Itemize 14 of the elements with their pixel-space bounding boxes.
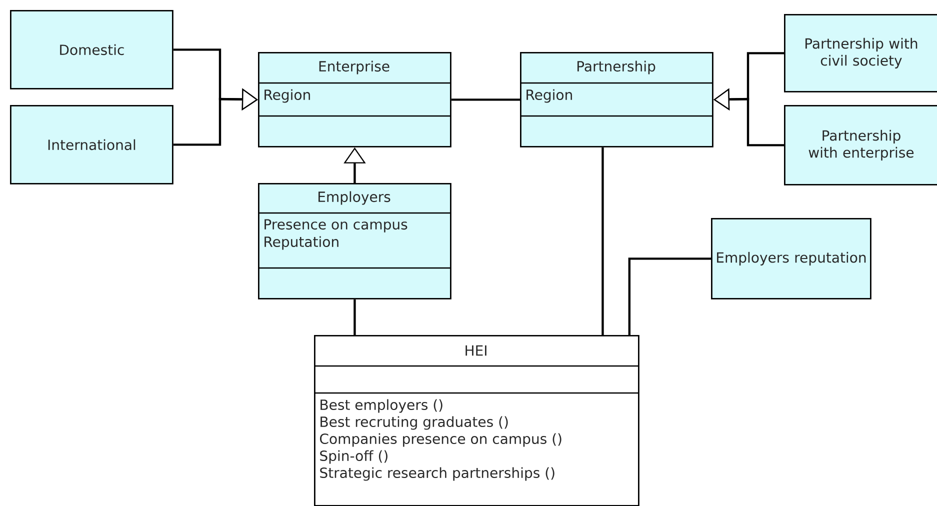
connector-line: [628, 258, 711, 335]
class-box: Partnership with enterprise: [784, 105, 937, 186]
class-box: Partnership with civil society: [784, 14, 937, 92]
class-box: Partnership Region: [520, 52, 714, 148]
connector-line: [173, 88, 258, 146]
class-box: HEI Best employers () Best recruting graduates () Companies presence on campus () Spin-off () Strategic research partnerships (): [314, 335, 640, 506]
class-box: Enterprise Region: [258, 52, 452, 148]
class-box: Employers Presence on campus Reputation: [258, 183, 452, 300]
connector-line: [602, 147, 604, 335]
connector-line: [354, 299, 356, 335]
class-box: International: [10, 105, 174, 184]
class-box: Domestic: [10, 10, 174, 90]
connector-line: [451, 98, 520, 101]
class-box: Employers reputation: [711, 218, 872, 300]
